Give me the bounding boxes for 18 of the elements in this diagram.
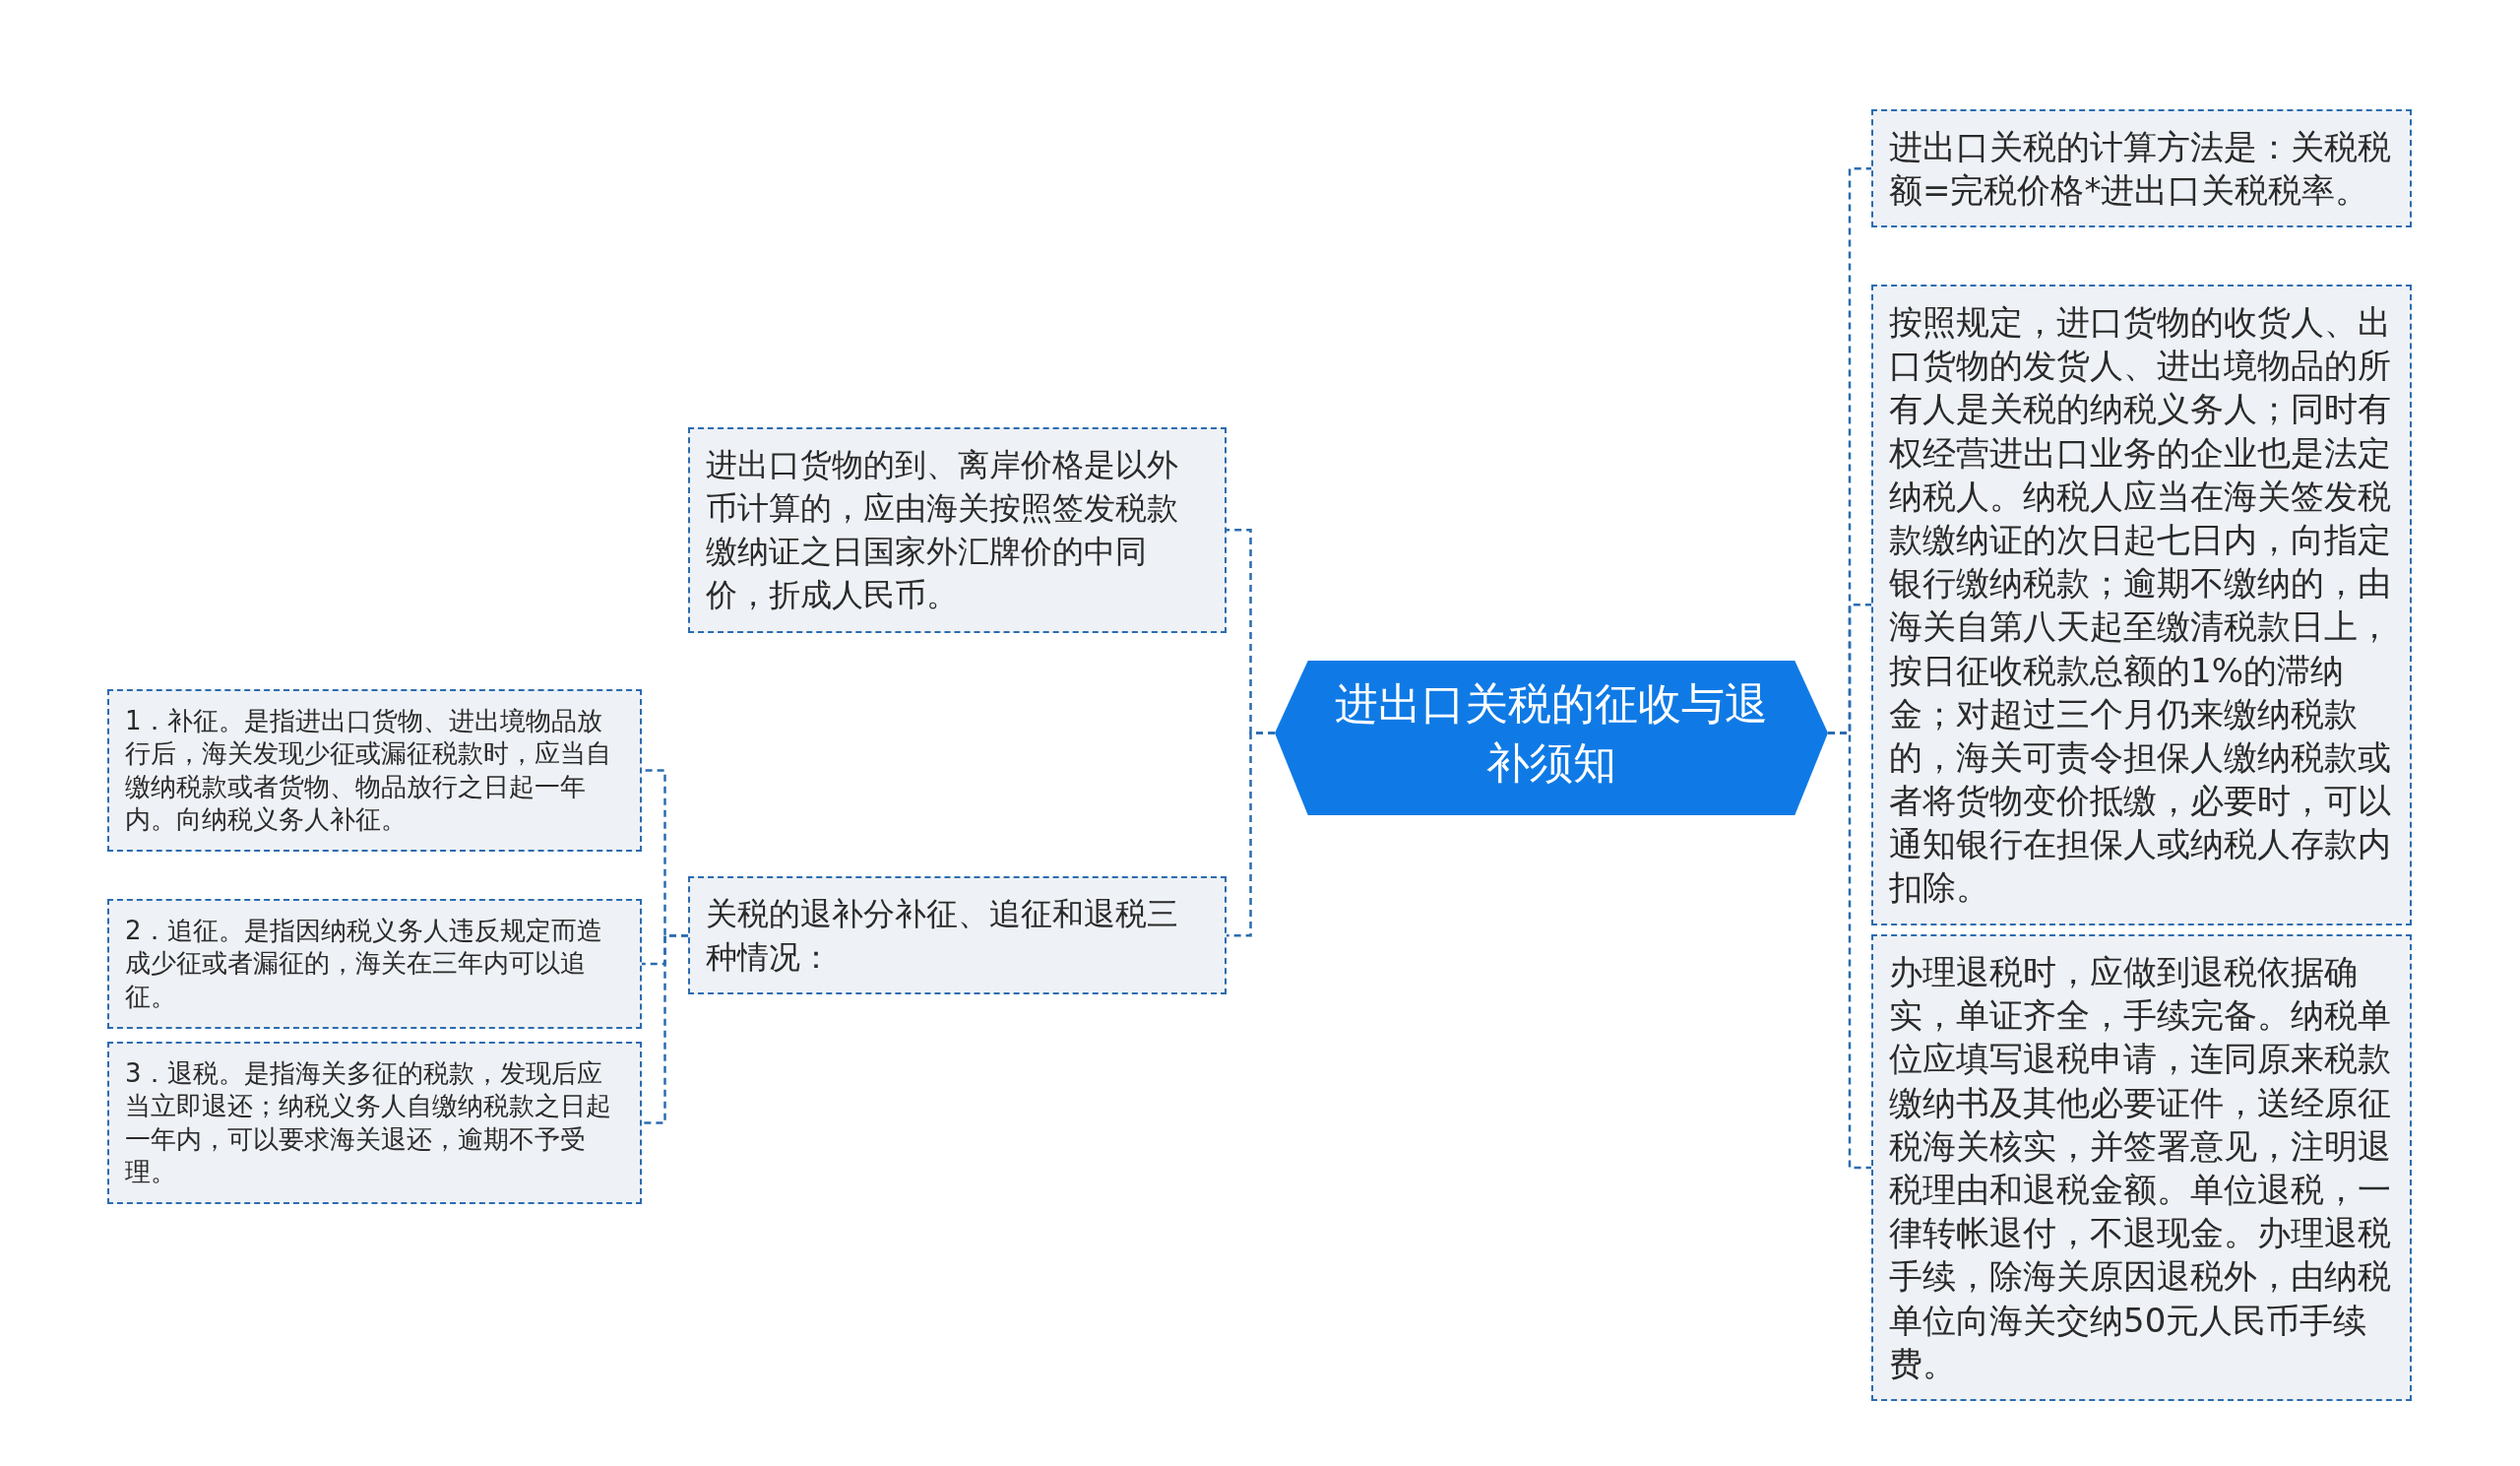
topic-box: [107, 689, 642, 853]
topic-box: [688, 427, 1227, 633]
topic-text: 2．追征。是指因纳税义务人违反规定而造成少征或者漏征的，海关在三年内可以追征。: [125, 915, 603, 1013]
connector-line: [642, 933, 688, 1124]
topic-text: 关税的退补分补征、追征和退税三种情况：: [706, 894, 1179, 979]
topic-text: 进出口关税的计算方法是：关税税额=完税价格*进出口关税税率。: [1889, 126, 2392, 213]
topic-text: 3．退税。是指海关多征的税款，发现后应当立即退还；纳税义务人自缴纳税款之日起一年内，可以要求海关退还，逾期不予受理。: [125, 1057, 612, 1188]
connector-line: [1227, 732, 1275, 937]
topic-box: [107, 899, 642, 1029]
topic-text: 进出口关税的征收与退补须知: [1334, 677, 1769, 790]
topic-text: 1．补征。是指进出口货物、进出境物品放行后，海关发现少征或漏征税款时，应当自缴纳税款或者货物、物品放行之日起一年内。向纳税义务人补征。: [125, 705, 612, 836]
topic-text: 按照规定，进口货物的收货人、出口货物的发货人、进出境物品的所有人是关税的纳税义务人；同时有权经营进出口业务的企业也是法定纳税人。纳税人应当在海关签发税款缴纳证的次日起七日内，向指定银行缴纳税款；逾期不缴纳的，由海关自第八天起至缴清税款日上，按日征收税款总额的1%的滞纳金；对超过三个月仍来缴纳税款的，海关可责令担保人缴纳税款或者将货物变价抵缴，必要时，可以通知银行在担保人或纳税人存款内扣除。: [1889, 301, 2392, 910]
connector-line: [1828, 732, 1871, 1170]
topic-box: [107, 1042, 642, 1205]
topic-box: [688, 876, 1227, 995]
topic-box: [1871, 109, 2412, 228]
topic-text: 办理退税时，应做到退税依据确实，单证齐全，手续完备。纳税单位应填写退税申请，连同原来税款缴纳书及其他必要证件，送经原征税海关核实，并签署意见，注明退税理由和退税金额。单位退税，一律转帐退付，不退现金。办理退税手续，除海关原因退税外，由纳税单位向海关交纳50元人民币手续费。: [1889, 951, 2392, 1385]
topic-text: 进出口货物的到、离岸价格是以外币计算的，应由海关按照签发税款缴纳证之日国家外汇牌价的中同价，折成人民币。: [706, 445, 1179, 616]
